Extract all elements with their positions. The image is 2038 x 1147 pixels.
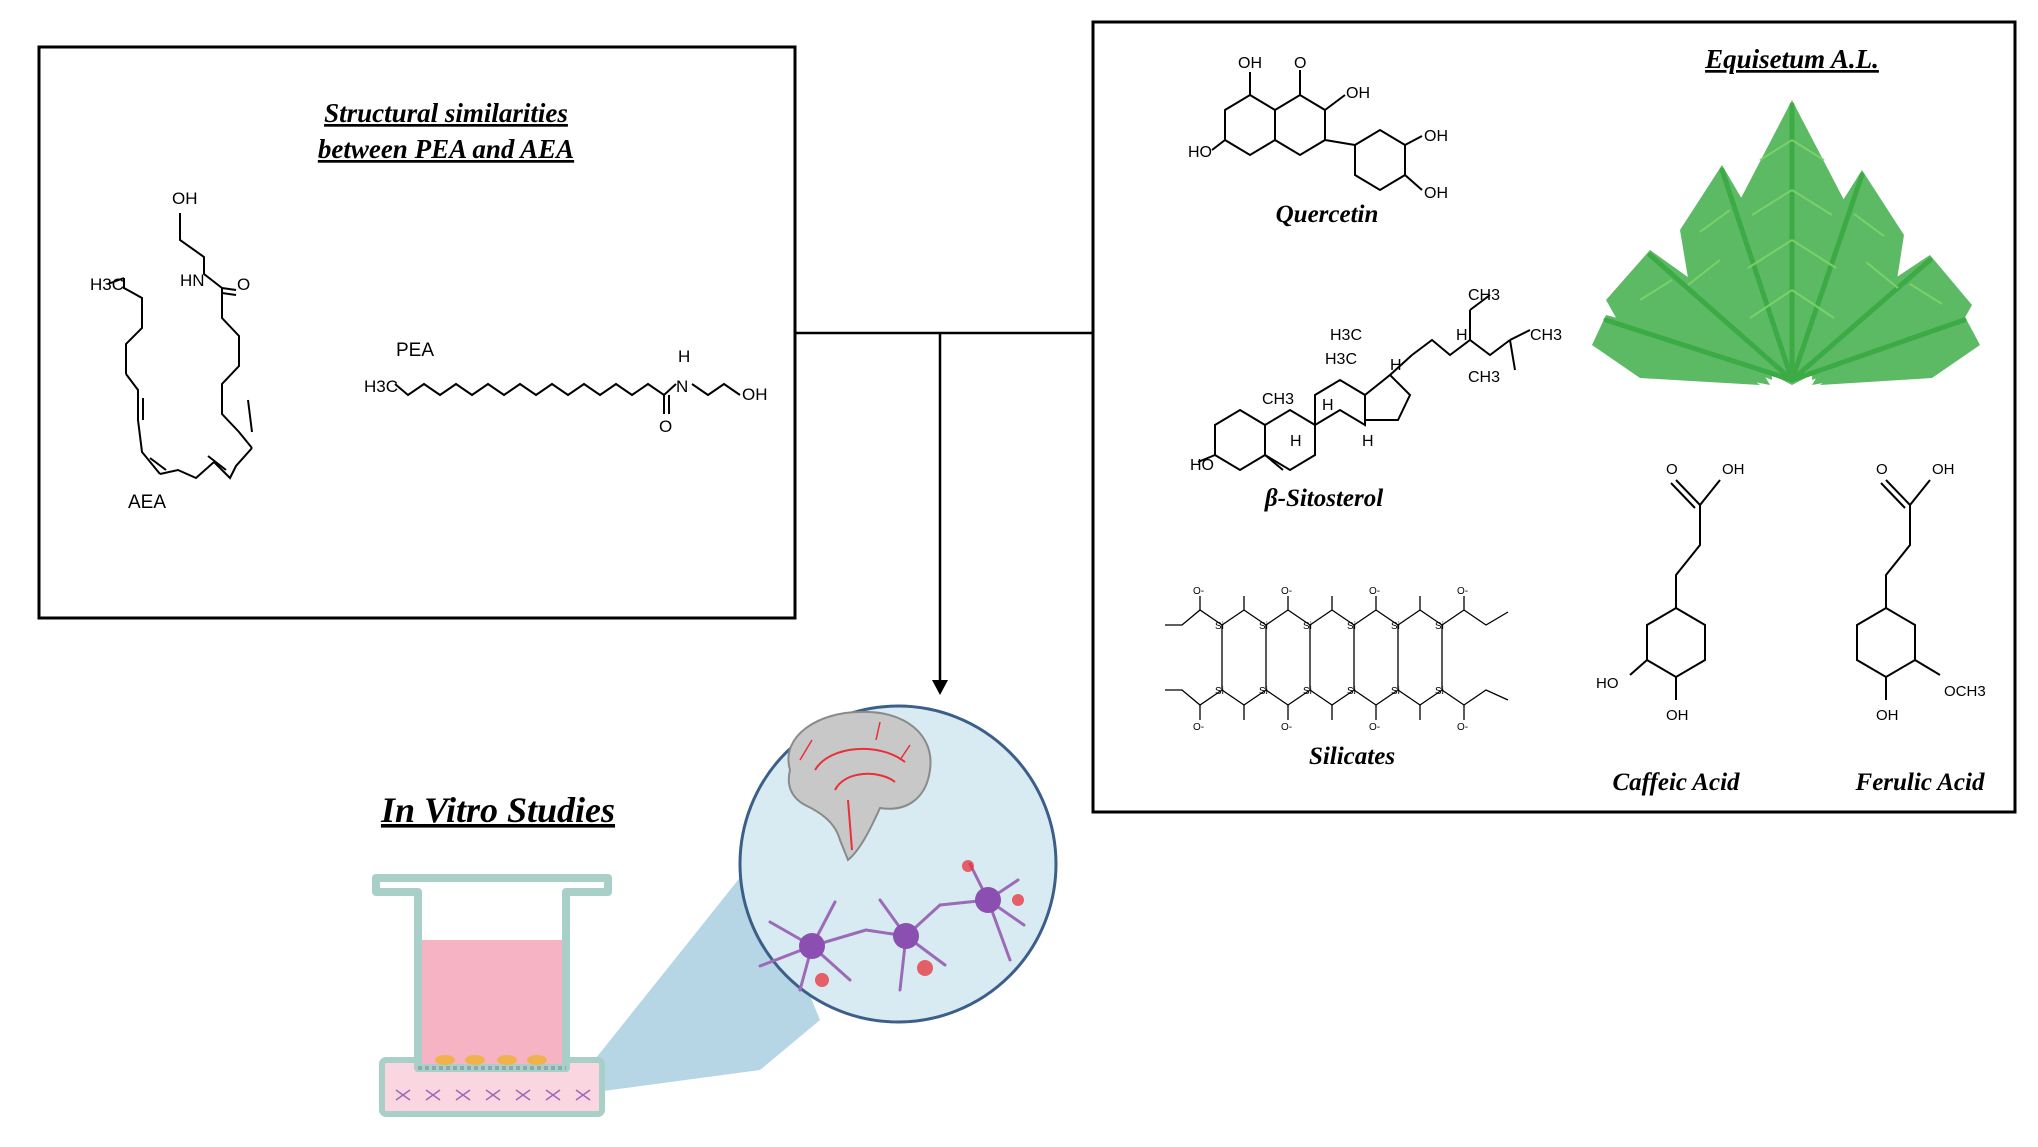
pea-n-atom: N <box>676 377 688 396</box>
sitosterol-ho-atom: HO <box>1190 457 1214 474</box>
sitosterol-structure <box>1197 294 1531 472</box>
quercetin-label: Quercetin <box>1276 201 1379 228</box>
caffeic-oh-atom-2: OH <box>1666 707 1689 724</box>
ferulic-och3-atom: OCH3 <box>1944 683 1986 700</box>
left-panel-title-line2: between PEA and AEA <box>318 134 574 164</box>
sitosterol-h3c-atom-1: H3C <box>1330 327 1362 344</box>
pea-label: PEA <box>396 340 434 361</box>
quercetin-o-atom: O <box>1294 55 1306 72</box>
plant-title: Equisetum A.L. <box>1704 44 1879 74</box>
pea-chain <box>394 382 677 397</box>
sitosterol-h-atom-4: H <box>1362 433 1374 450</box>
sitosterol-ch3-atom-3: CH3 <box>1468 369 1500 386</box>
in-vitro-title: In Vitro Studies <box>380 790 615 830</box>
silicate-si-atom: Si <box>1391 621 1400 632</box>
silicate-si-atom: Si <box>1303 621 1312 632</box>
quercetin-oh-atom-4: OH <box>1424 185 1448 202</box>
pea-ethanol-chain <box>691 382 741 397</box>
ferulic-oh-atom-1: OH <box>1932 461 1955 478</box>
silicate-o-minus-atom: O- <box>1193 722 1204 733</box>
ferulic-o-atom: O <box>1876 461 1888 478</box>
sitosterol-label: β-Sitosterol <box>1264 485 1383 512</box>
pea-h-atom: H <box>678 347 690 366</box>
aea-label: AEA <box>128 492 166 513</box>
ferulic-acid-label: Ferulic Acid <box>1855 769 1985 796</box>
aea-h3c-atom: H3C <box>90 275 124 294</box>
equisetum-plant-image <box>1592 100 1980 385</box>
pea-h3c-atom: H3C <box>364 377 398 396</box>
caffeic-acid-label: Caffeic Acid <box>1612 769 1740 796</box>
sitosterol-h-atom-2: H <box>1322 397 1334 414</box>
transwell-insert-image <box>372 874 612 1117</box>
left-panel-frame <box>37 45 797 620</box>
silicate-o-minus-atom: O- <box>1369 722 1380 733</box>
silicate-o-minus-atom: O- <box>1457 586 1468 597</box>
sitosterol-h-atom-5: H <box>1456 327 1468 344</box>
aea-oh-atom: OH <box>172 189 198 208</box>
left-panel-title-line1: Structural similarities <box>324 98 568 128</box>
aea-o-atom: O <box>237 275 250 294</box>
sitosterol-h-atom-3: H <box>1290 433 1302 450</box>
neuron-bodies <box>799 887 1001 959</box>
caffeic-o-atom: O <box>1666 461 1678 478</box>
caffeic-ho-atom: HO <box>1596 675 1619 692</box>
sitosterol-ch3-atom-1: CH3 <box>1468 287 1500 304</box>
silicate-o-minus-atom: O- <box>1457 722 1468 733</box>
silicate-si-atom: Si <box>1259 621 1268 632</box>
sitosterol-ch3-atom-4: CH3 <box>1262 391 1294 408</box>
aea-structure <box>107 213 253 480</box>
sitosterol-h-atom-1: H <box>1390 357 1402 374</box>
ferulic-oh-atom-2: OH <box>1876 707 1899 724</box>
sitosterol-h3c-atom-2: H3C <box>1325 351 1357 368</box>
silicate-si-atom: Si <box>1435 621 1444 632</box>
quercetin-oh-atom-1: OH <box>1238 55 1262 72</box>
ferulic-acid-structure <box>1856 479 1941 700</box>
silicate-si-atom: Si <box>1215 686 1224 697</box>
silicate-si-atom: Si <box>1303 686 1312 697</box>
silicate-si-atom: Si <box>1347 686 1356 697</box>
caffeic-oh-atom-1: OH <box>1722 461 1745 478</box>
quercetin-structure <box>1211 70 1423 192</box>
silicate-o-minus-atom: O- <box>1281 586 1292 597</box>
silicate-o-minus-atom: O- <box>1369 586 1380 597</box>
right-panel-frame <box>1091 20 2017 814</box>
pea-oh-atom: OH <box>742 385 768 404</box>
silicates-atom-labels: Si Si Si Si Si Si Si Si Si Si Si Si O- O… <box>1193 586 1468 733</box>
aea-hn-atom: HN <box>180 271 205 290</box>
connector-lines <box>796 331 1092 682</box>
pea-o-atom: O <box>659 417 672 436</box>
silicate-o-minus-atom: O- <box>1281 722 1292 733</box>
red-accent-dots <box>815 860 1024 987</box>
silicate-si-atom: Si <box>1435 686 1444 697</box>
arrow-head-icon <box>932 680 948 695</box>
quercetin-oh-atom-3: OH <box>1424 128 1448 145</box>
silicate-si-atom: Si <box>1259 686 1268 697</box>
quercetin-oh-atom-2: OH <box>1346 85 1370 102</box>
quercetin-ho-atom: HO <box>1188 144 1212 161</box>
silicate-si-atom: Si <box>1215 621 1224 632</box>
silicates-label: Silicates <box>1309 743 1395 770</box>
silicate-si-atom: Si <box>1391 686 1400 697</box>
brain-image <box>787 710 932 862</box>
silicates-structure <box>1165 596 1509 720</box>
caffeic-acid-structure <box>1629 479 1721 700</box>
silicate-o-minus-atom: O- <box>1193 586 1204 597</box>
sitosterol-ch3-atom-2: CH3 <box>1530 327 1562 344</box>
silicate-si-atom: Si <box>1347 621 1356 632</box>
